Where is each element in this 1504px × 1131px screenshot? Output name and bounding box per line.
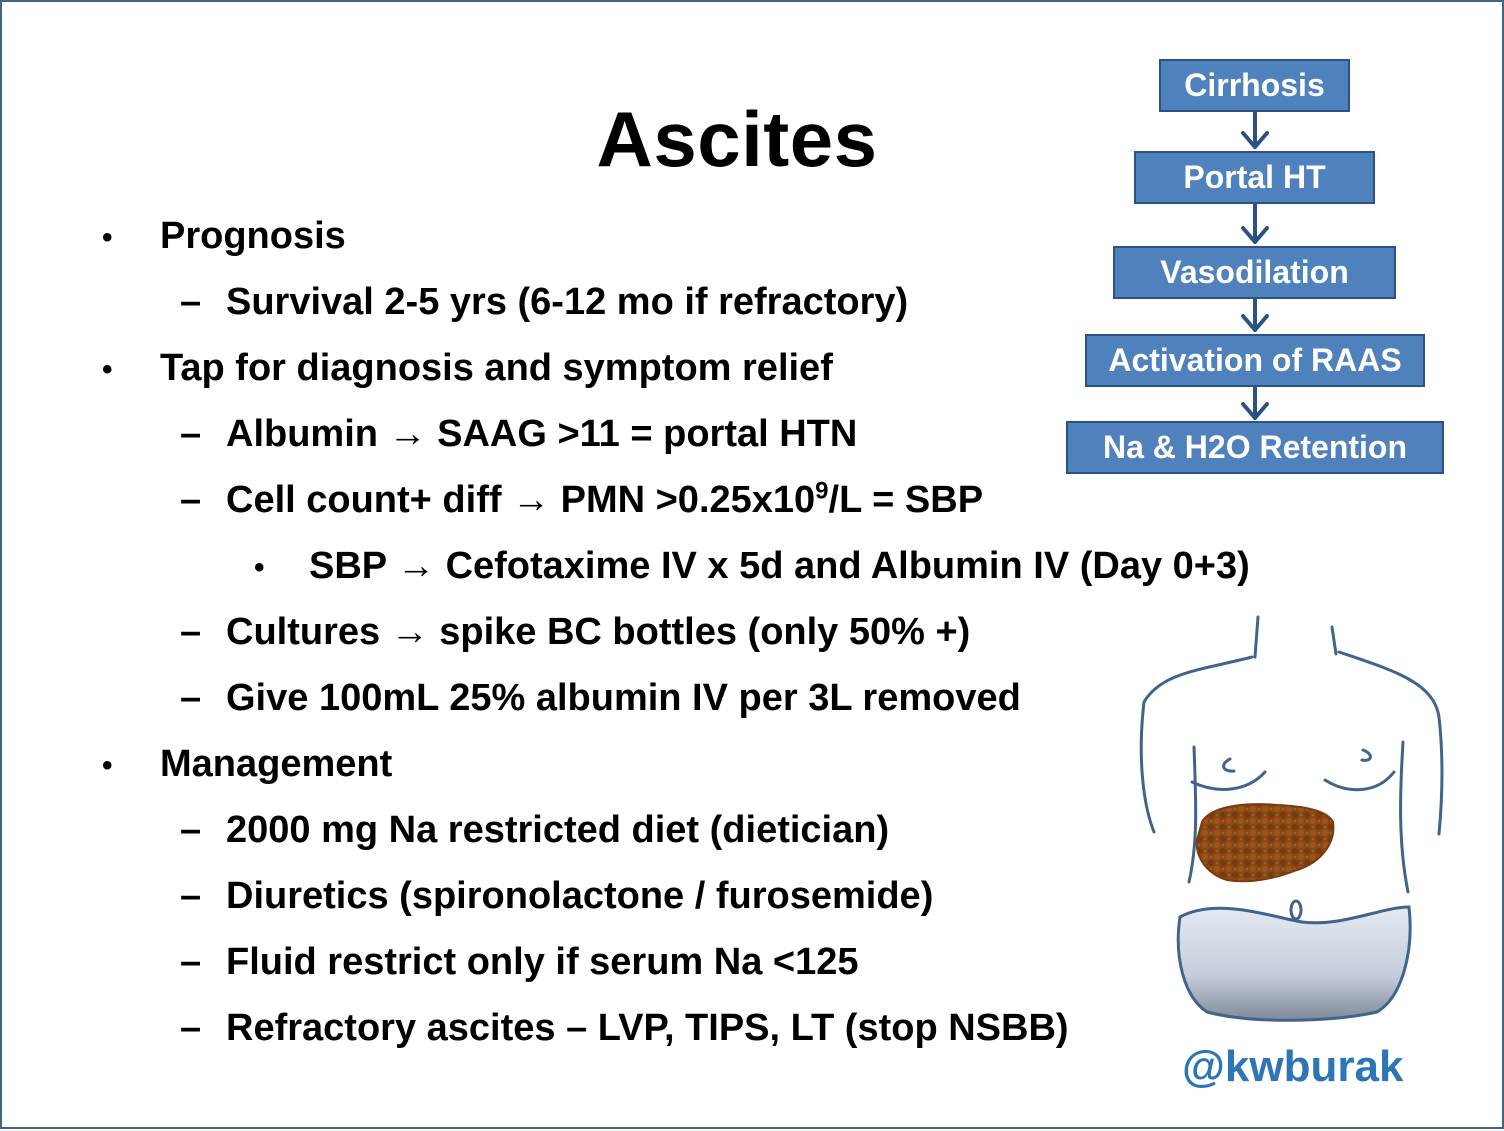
sub-fluid: Fluid restrict only if serum Na <125	[226, 941, 859, 983]
torso-left	[1187, 745, 1198, 884]
bullet-marker: •	[254, 551, 265, 584]
bullet-marker: •	[102, 221, 113, 254]
bullet-marker: •	[102, 749, 113, 782]
cell-count-main: Cell count+ diff → PMN >0.25x10	[226, 479, 816, 521]
bullet-management: Management	[160, 743, 393, 785]
dash-marker: –	[180, 413, 202, 455]
navel	[1289, 899, 1303, 921]
flow-step-portal-ht: Portal HT	[1134, 151, 1375, 204]
slide-title: Ascites	[596, 95, 878, 183]
neck-right	[1330, 625, 1338, 656]
sub-albumin: Albumin → SAAG >11 = portal HTN	[226, 413, 858, 455]
nipple-left	[1222, 757, 1236, 773]
cell-count-tail: /L = SBP	[828, 479, 984, 521]
dash-marker: –	[180, 677, 202, 719]
bullet-tap: Tap for diagnosis and symptom relief	[160, 347, 833, 389]
author-handle: @kwburak	[1182, 1042, 1404, 1091]
dash-marker: –	[180, 479, 202, 521]
dash-marker: –	[180, 281, 202, 323]
neck-left	[1253, 615, 1260, 659]
dash-marker: –	[180, 875, 202, 917]
sub-diet: 2000 mg Na restricted diet (dietician)	[226, 809, 890, 851]
chest-right	[1323, 770, 1396, 792]
sub-give-albumin: Give 100mL 25% albumin IV per 3L removed	[226, 677, 1021, 719]
arrow-1	[1241, 110, 1269, 149]
ascites-fluid	[1176, 905, 1412, 1022]
shoulder-right	[1337, 650, 1444, 836]
bullet-marker: •	[102, 353, 113, 386]
chest-left	[1190, 770, 1267, 791]
cell-count-exponent: 9	[815, 477, 829, 505]
flow-step-retention: Na & H2O Retention	[1066, 421, 1444, 474]
torso-right	[1399, 740, 1410, 894]
dash-marker: –	[180, 611, 202, 653]
sub-diuretics: Diuretics (spironolactone / furosemide)	[226, 875, 934, 917]
bullet-prognosis: Prognosis	[160, 215, 346, 257]
dash-marker: –	[180, 941, 202, 983]
subsub-sbp: SBP → Cefotaxime IV x 5d and Albumin IV …	[309, 545, 1250, 587]
sub-cell-count: Cell count+ diff → PMN >0.25x109/L = SBP	[226, 477, 983, 523]
nipple-right	[1360, 748, 1372, 762]
flow-step-vasodilation: Vasodilation	[1113, 246, 1396, 299]
dash-marker: –	[180, 1007, 202, 1049]
arrow-2	[1241, 203, 1269, 244]
flow-step-cirrhosis: Cirrhosis	[1159, 59, 1350, 112]
flow-step-raas: Activation of RAAS	[1085, 334, 1425, 387]
sub-survival: Survival 2-5 yrs (6-12 mo if refractory)	[226, 281, 909, 323]
arrow-4	[1241, 385, 1269, 420]
arrow-3	[1241, 297, 1269, 332]
shoulder-left	[1139, 655, 1254, 834]
dash-marker: –	[180, 809, 202, 851]
liver	[1195, 803, 1335, 883]
sub-refractory: Refractory ascites – LVP, TIPS, LT (stop…	[226, 1007, 1069, 1049]
sub-cultures: Cultures → spike BC bottles (only 50% +)	[226, 611, 971, 653]
